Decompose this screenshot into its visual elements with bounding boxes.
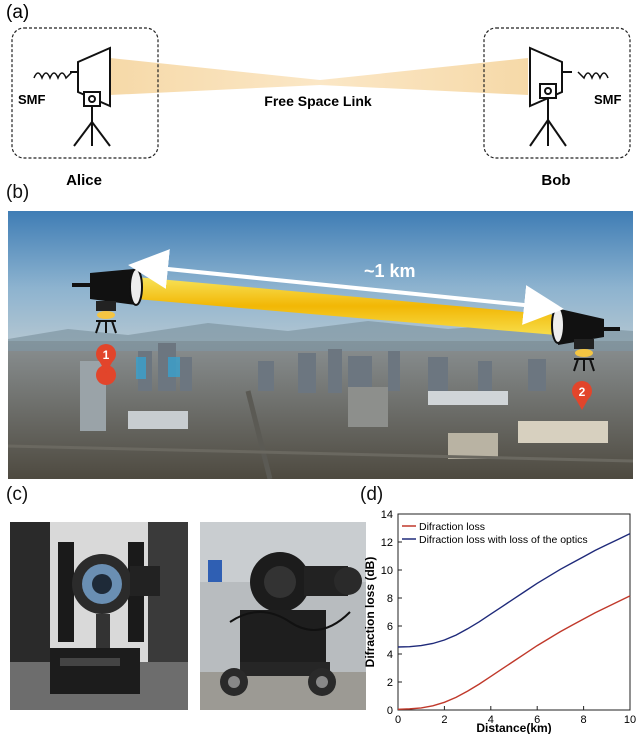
distance-arrow xyxy=(128,249,564,325)
legend: Difraction loss Difraction loss with los… xyxy=(402,521,588,546)
series-lines xyxy=(397,532,631,710)
location-marker-2: 2 xyxy=(572,381,592,410)
outdoor-telescope-photo xyxy=(200,522,366,710)
panel-c-label: (c) xyxy=(6,484,29,505)
x-tick-label: 10 xyxy=(624,714,636,726)
free-space-link-label: Free Space Link xyxy=(264,93,372,109)
panel-b-label: (b) xyxy=(6,182,30,203)
distance-label: ~1 km xyxy=(364,261,416,281)
y-tick-label: 6 xyxy=(387,621,393,633)
bob-station-box xyxy=(483,27,631,159)
city-aerial-photo: ~1 km 1 2 xyxy=(8,211,633,479)
alice-smf-label: SMF xyxy=(18,92,46,107)
x-axis-label: Distance(km) xyxy=(476,721,551,734)
x-tick-label: 2 xyxy=(441,714,447,726)
y-tick-label: 0 xyxy=(387,705,393,717)
free-space-beam xyxy=(110,58,528,95)
alice-telescope-icon xyxy=(33,46,111,147)
y-tick-label: 12 xyxy=(381,537,393,549)
svg-text:2: 2 xyxy=(579,385,586,399)
diffraction-loss-chart: 0 2 4 6 8 10 0 2 4 6 8 10 12 14 Distance(km) Difract… xyxy=(363,509,636,734)
y-tick-label: 2 xyxy=(387,677,393,689)
svg-text:1: 1 xyxy=(103,348,110,362)
panel-a-label: (a) xyxy=(6,2,29,23)
x-axis-ticks: 0 2 4 6 8 10 xyxy=(395,706,636,726)
location-marker-1: 1 xyxy=(96,344,117,385)
y-tick-label: 8 xyxy=(387,593,393,605)
alice-station-box xyxy=(11,27,159,159)
series-line-2 xyxy=(397,532,631,648)
bob-label: Bob xyxy=(541,172,570,189)
legend-label-2: Difraction loss with loss of the optics xyxy=(419,534,588,546)
x-tick-label: 0 xyxy=(395,714,401,726)
plot-frame xyxy=(397,513,631,711)
y-tick-label: 10 xyxy=(381,565,393,577)
panel-a-schematic: (a) Free Space Link SMF Alice SMF Bob xyxy=(6,2,631,189)
indoor-telescope-photo xyxy=(10,522,188,710)
y-axis-label: Difraction loss (dB) xyxy=(363,557,377,668)
y-axis-ticks: 0 2 4 6 8 10 12 14 xyxy=(381,509,402,717)
y-tick-label: 14 xyxy=(381,509,393,521)
bob-smf-label: SMF xyxy=(594,92,622,107)
x-tick-label: 6 xyxy=(534,714,540,726)
alice-label: Alice xyxy=(66,172,102,189)
series-line-1 xyxy=(397,595,631,710)
x-tick-label: 8 xyxy=(581,714,587,726)
bob-telescope-icon xyxy=(529,46,609,147)
legend-label-1: Difraction loss xyxy=(419,521,485,533)
y-tick-label: 4 xyxy=(387,649,393,661)
x-tick-label: 4 xyxy=(488,714,494,726)
panel-d-label: (d) xyxy=(360,484,384,505)
